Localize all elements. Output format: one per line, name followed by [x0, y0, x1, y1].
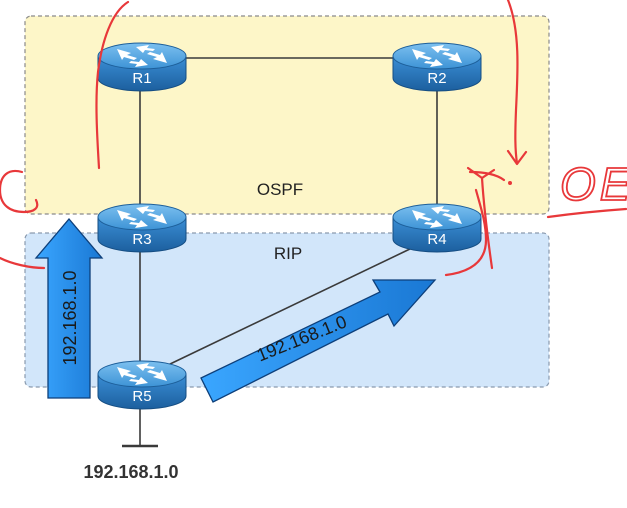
router-label: R1 — [132, 70, 151, 87]
router-arrows-icon — [412, 45, 462, 67]
route-arrow-vertical-label: 192.168.1.0 — [60, 270, 80, 365]
router-r5: R5 — [97, 360, 187, 410]
router-label: R5 — [132, 388, 151, 405]
router-r1: R1 — [97, 42, 187, 92]
annotation-stroke-right-arrowhead — [506, 149, 528, 166]
router-label: R4 — [427, 231, 446, 248]
router-label: R3 — [132, 231, 151, 248]
ospf-label: OSPF — [257, 180, 303, 199]
route-arrow-vertical: 192.168.1.0 — [34, 217, 104, 399]
handwritten-oe: OE — [560, 158, 627, 210]
router-label: R2 — [427, 70, 446, 87]
router-r3: R3 — [97, 203, 187, 253]
annotation-stroke-right-curve — [506, 0, 519, 165]
router-top — [392, 203, 482, 231]
router-top — [97, 42, 187, 70]
router-top — [97, 360, 187, 388]
router-arrows-icon — [117, 45, 167, 67]
annotation-stroke-left-tail — [0, 256, 46, 270]
router-r2: R2 — [392, 42, 482, 92]
annotation-stroke-r4-hook — [444, 188, 488, 277]
router-top — [97, 203, 187, 231]
network-label: 192.168.1.0 — [83, 462, 178, 482]
router-r4: R4 — [392, 203, 482, 253]
link-r5-r4 — [167, 247, 413, 366]
handwritten-annotations — [0, 0, 627, 277]
rip-label: RIP — [274, 244, 302, 263]
annotation-stroke-r4-arrow-c — [468, 170, 506, 182]
annotation-stroke-right-extension — [546, 207, 627, 219]
annotation-dot — [508, 181, 512, 185]
annotation-stroke-r4-arrow-b — [480, 176, 494, 270]
rip-zone — [24, 232, 550, 388]
annotation-stroke-left-curve — [95, 0, 130, 170]
router-arrows-icon — [412, 206, 462, 228]
router-arrows-icon — [117, 206, 167, 228]
router-top — [392, 42, 482, 70]
router-arrows-icon — [117, 363, 167, 385]
annotation-stroke-left-loop — [0, 169, 39, 214]
links — [122, 57, 438, 448]
